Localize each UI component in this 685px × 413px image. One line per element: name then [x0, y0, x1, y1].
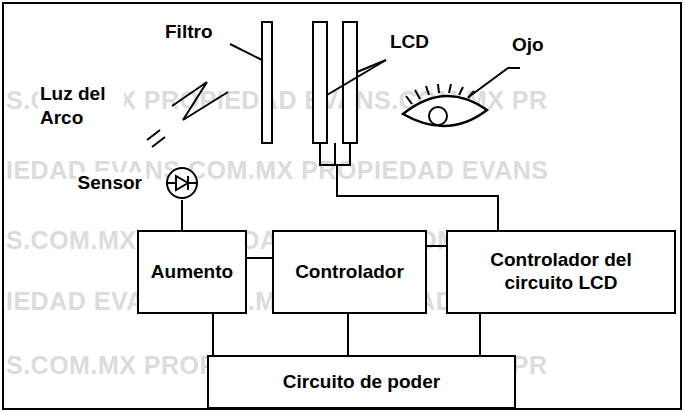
- wire: [347, 314, 349, 355]
- wire: [212, 314, 214, 355]
- wire: [479, 314, 481, 355]
- eye-outline: [403, 96, 487, 126]
- leader-line: [327, 60, 386, 95]
- light-rays: [147, 130, 165, 147]
- part-label: Ojo: [510, 33, 546, 57]
- diode-symbol: [164, 166, 200, 200]
- lcd-plates: [313, 22, 357, 143]
- frame: [3, 3, 681, 409]
- box-label: Circuito de poder: [283, 371, 440, 394]
- power-box: Circuito de poder: [207, 355, 516, 409]
- wire: [247, 257, 272, 259]
- box-label: Aumento: [151, 261, 233, 284]
- eye-iris: [429, 107, 447, 125]
- sensor-label: Sensor: [76, 172, 144, 194]
- lcd-driver-box: Controlador del circuito LCD: [446, 230, 676, 314]
- arc-light: [172, 82, 228, 120]
- part-label: LCD: [388, 30, 431, 54]
- leader-line: [230, 44, 262, 60]
- box-label: Controlador del circuito LCD: [454, 249, 668, 295]
- part-label: Luz del Arco: [38, 82, 124, 130]
- controller-box: Controlador: [272, 230, 427, 314]
- eyelashes: [406, 84, 474, 104]
- lcd-wire: [337, 165, 498, 230]
- filter-plate: [262, 22, 272, 143]
- sensor-diode: Sensor: [164, 166, 200, 200]
- wire: [427, 245, 446, 247]
- leader-line: [470, 68, 520, 96]
- leader-line: [357, 60, 386, 72]
- lcd-connector: [320, 143, 350, 165]
- amplifier-box: Aumento: [137, 230, 247, 314]
- box-label: Controlador: [295, 261, 404, 284]
- part-label: Filtro: [163, 20, 215, 44]
- wire: [181, 200, 183, 230]
